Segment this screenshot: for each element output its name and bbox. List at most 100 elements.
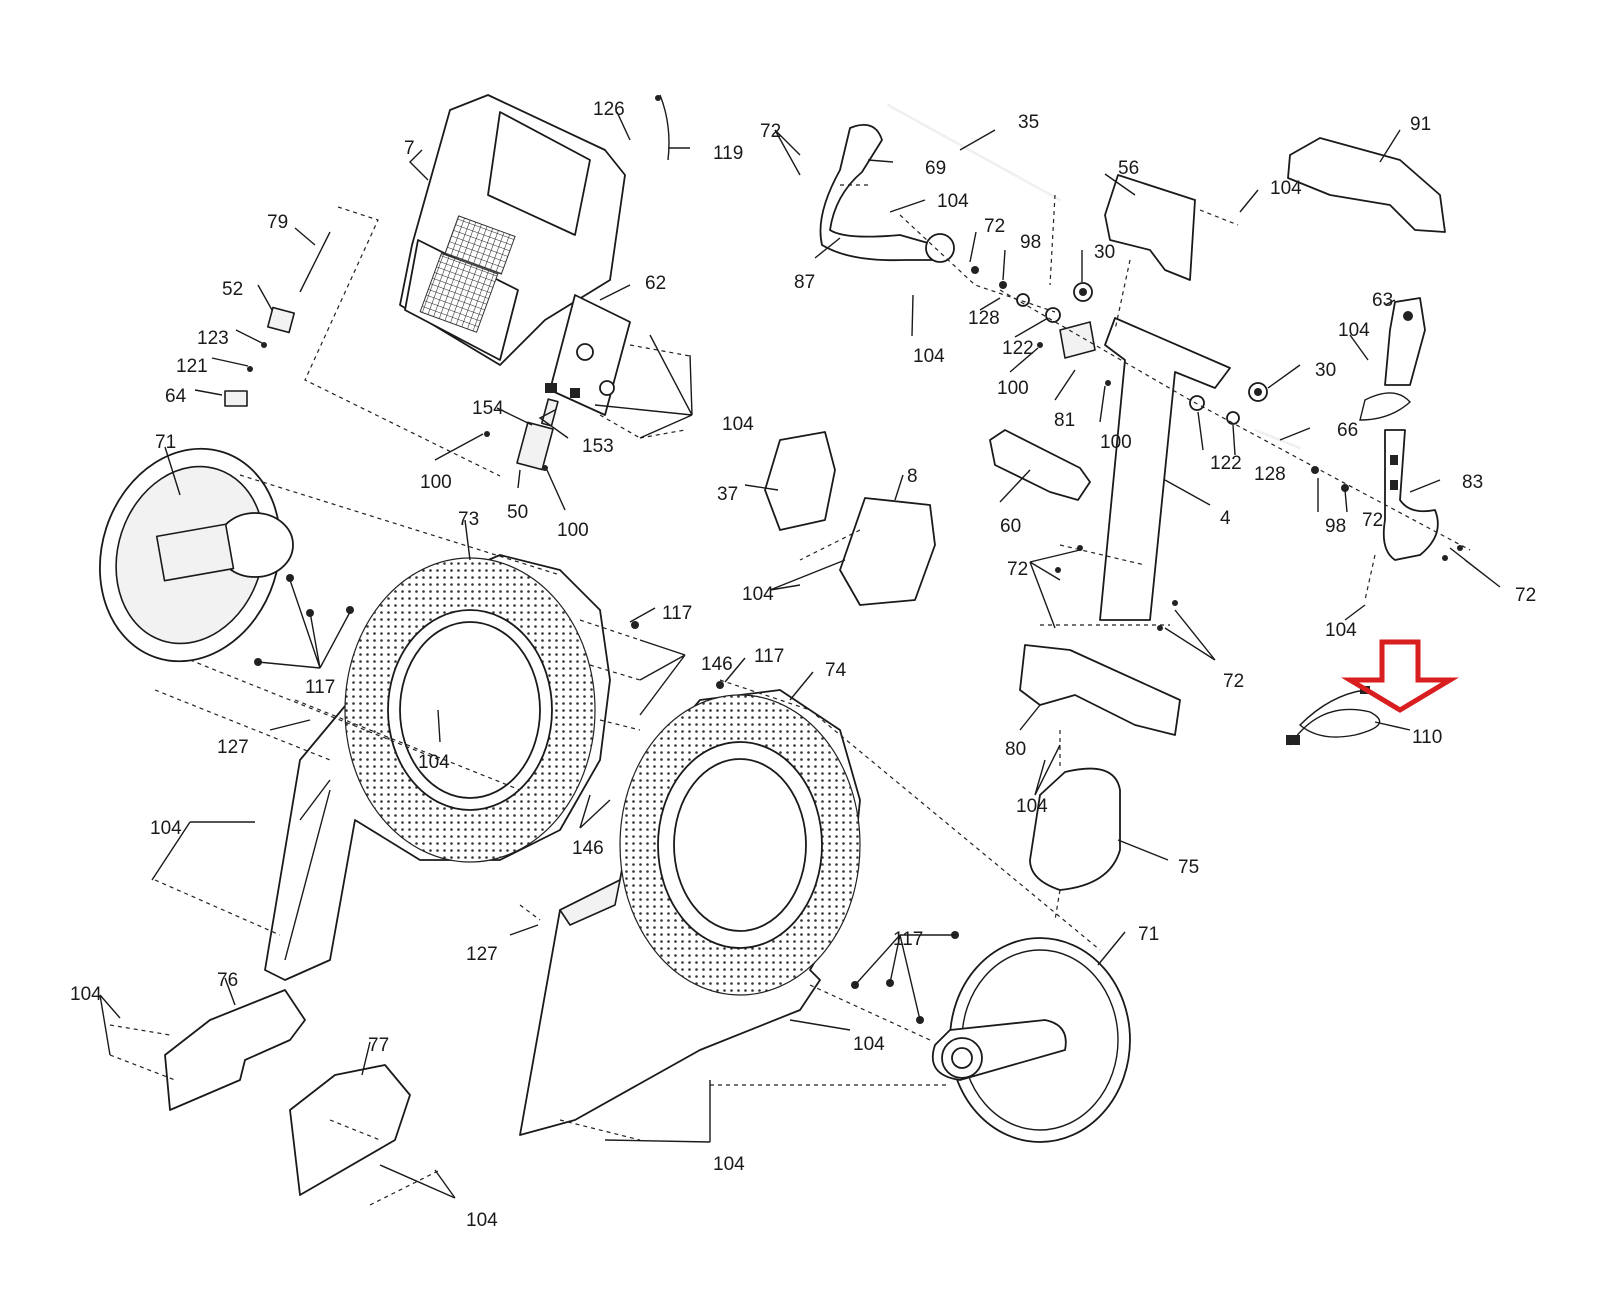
label-104-g: 104 — [1270, 178, 1302, 199]
label-117-c: 117 — [305, 677, 335, 698]
flywheel-part-71-left — [98, 447, 354, 666]
label-100-a: 100 — [420, 472, 452, 493]
label-8: 8 — [907, 466, 918, 487]
label-128-a: 128 — [968, 308, 1000, 329]
label-66: 66 — [1337, 420, 1358, 441]
leader-lines — [99, 111, 1501, 1199]
label-74: 74 — [825, 660, 847, 681]
label-104-ll: 104 — [70, 984, 102, 1005]
label-122-a: 122 — [1002, 338, 1034, 359]
label-128-b: 128 — [1254, 464, 1286, 485]
label-73: 73 — [458, 509, 479, 530]
label-71-right: 71 — [1138, 924, 1159, 945]
label-127-a: 127 — [217, 737, 249, 758]
label-117-a: 117 — [662, 603, 692, 624]
label-100-c: 100 — [997, 378, 1029, 399]
label-72-a: 72 — [760, 121, 781, 142]
label-104-bl: 104 — [466, 1210, 498, 1231]
label-126: 126 — [593, 99, 625, 120]
small-parts-79-64 — [224, 231, 331, 407]
label-104-l: 104 — [150, 818, 182, 839]
label-117-b: 117 — [754, 646, 784, 667]
shroud-part-74 — [519, 689, 861, 1136]
label-64: 64 — [165, 386, 187, 407]
label-117-d: 117 — [893, 929, 923, 950]
label-154: 154 — [472, 398, 504, 419]
handlebar-part-87 — [819, 104, 1061, 263]
label-71-left: 71 — [155, 432, 176, 453]
hardware-group — [484, 266, 1463, 1024]
label-104-d: 104 — [937, 191, 969, 212]
label-72-b: 72 — [984, 216, 1005, 237]
label-37: 37 — [717, 484, 738, 505]
label-104-f: 104 — [742, 584, 774, 605]
label-104-top: 104 — [722, 414, 754, 435]
label-104-i: 104 — [1325, 620, 1357, 641]
axle-part-66 — [1254, 429, 1301, 449]
cover-part-60 — [989, 429, 1091, 501]
label-146-a: 146 — [701, 654, 733, 675]
label-7: 7 — [404, 138, 415, 159]
handle-part-83 — [1382, 429, 1439, 561]
label-75: 75 — [1178, 857, 1199, 878]
label-80: 80 — [1005, 739, 1026, 760]
label-104-c: 104 — [418, 752, 450, 773]
label-72-c: 72 — [1362, 510, 1383, 531]
bracket-part-62 — [545, 294, 631, 416]
label-30-a: 30 — [1094, 242, 1115, 263]
label-81: 81 — [1054, 410, 1075, 431]
label-104-bm: 104 — [713, 1154, 745, 1175]
label-127-b: 127 — [466, 944, 498, 965]
connector-part-50 — [516, 398, 559, 471]
label-153: 153 — [582, 436, 614, 457]
cover-part-75 — [1029, 767, 1121, 891]
label-91: 91 — [1410, 114, 1431, 135]
cover-part-8 — [839, 497, 936, 606]
label-100-d: 100 — [1100, 432, 1132, 453]
cover-part-91 — [1287, 137, 1446, 233]
label-87: 87 — [794, 272, 815, 293]
label-76: 76 — [217, 970, 238, 991]
console-part-7 — [399, 94, 670, 366]
label-72-d: 72 — [1515, 585, 1536, 606]
label-98-a: 98 — [1020, 232, 1041, 253]
label-69: 69 — [925, 158, 946, 179]
label-52: 52 — [222, 279, 243, 300]
label-121: 121 — [176, 356, 208, 377]
label-50: 50 — [507, 502, 528, 523]
handle-part-63 — [1359, 297, 1426, 421]
label-110: 110 — [1412, 727, 1442, 748]
cover-part-76 — [164, 989, 306, 1111]
label-4: 4 — [1220, 508, 1231, 529]
label-119: 119 — [713, 143, 743, 164]
label-104-j: 104 — [1016, 796, 1048, 817]
label-30-b: 30 — [1315, 360, 1336, 381]
label-122-b: 122 — [1210, 453, 1242, 474]
label-56: 56 — [1118, 158, 1139, 179]
label-72-e: 72 — [1007, 559, 1028, 580]
label-79: 79 — [267, 212, 288, 233]
label-100-b: 100 — [557, 520, 589, 541]
label-63: 63 — [1372, 290, 1393, 311]
label-83: 83 — [1462, 472, 1483, 493]
label-104-e: 104 — [913, 346, 945, 367]
cover-part-77 — [289, 1064, 411, 1196]
label-104-br: 104 — [853, 1034, 885, 1055]
label-72-f: 72 — [1223, 671, 1244, 692]
cover-part-37 — [764, 431, 836, 531]
bracket-part-80 — [1019, 644, 1181, 736]
label-62: 62 — [645, 273, 666, 294]
shroud-part-73 — [264, 554, 611, 981]
cable-part-110 — [1286, 686, 1411, 746]
label-146-b: 146 — [572, 838, 604, 859]
cover-part-56 — [1104, 174, 1196, 281]
flywheel-part-71-right — [931, 937, 1131, 1143]
label-123: 123 — [197, 328, 229, 349]
label-35: 35 — [1018, 112, 1039, 133]
label-98-b: 98 — [1325, 516, 1346, 537]
label-60: 60 — [1000, 516, 1021, 537]
dashed-guides — [109, 184, 1471, 1206]
label-77: 77 — [368, 1035, 389, 1056]
callout-labels: 7 126 119 79 52 123 121 64 62 104 154 15… — [70, 99, 1536, 1231]
